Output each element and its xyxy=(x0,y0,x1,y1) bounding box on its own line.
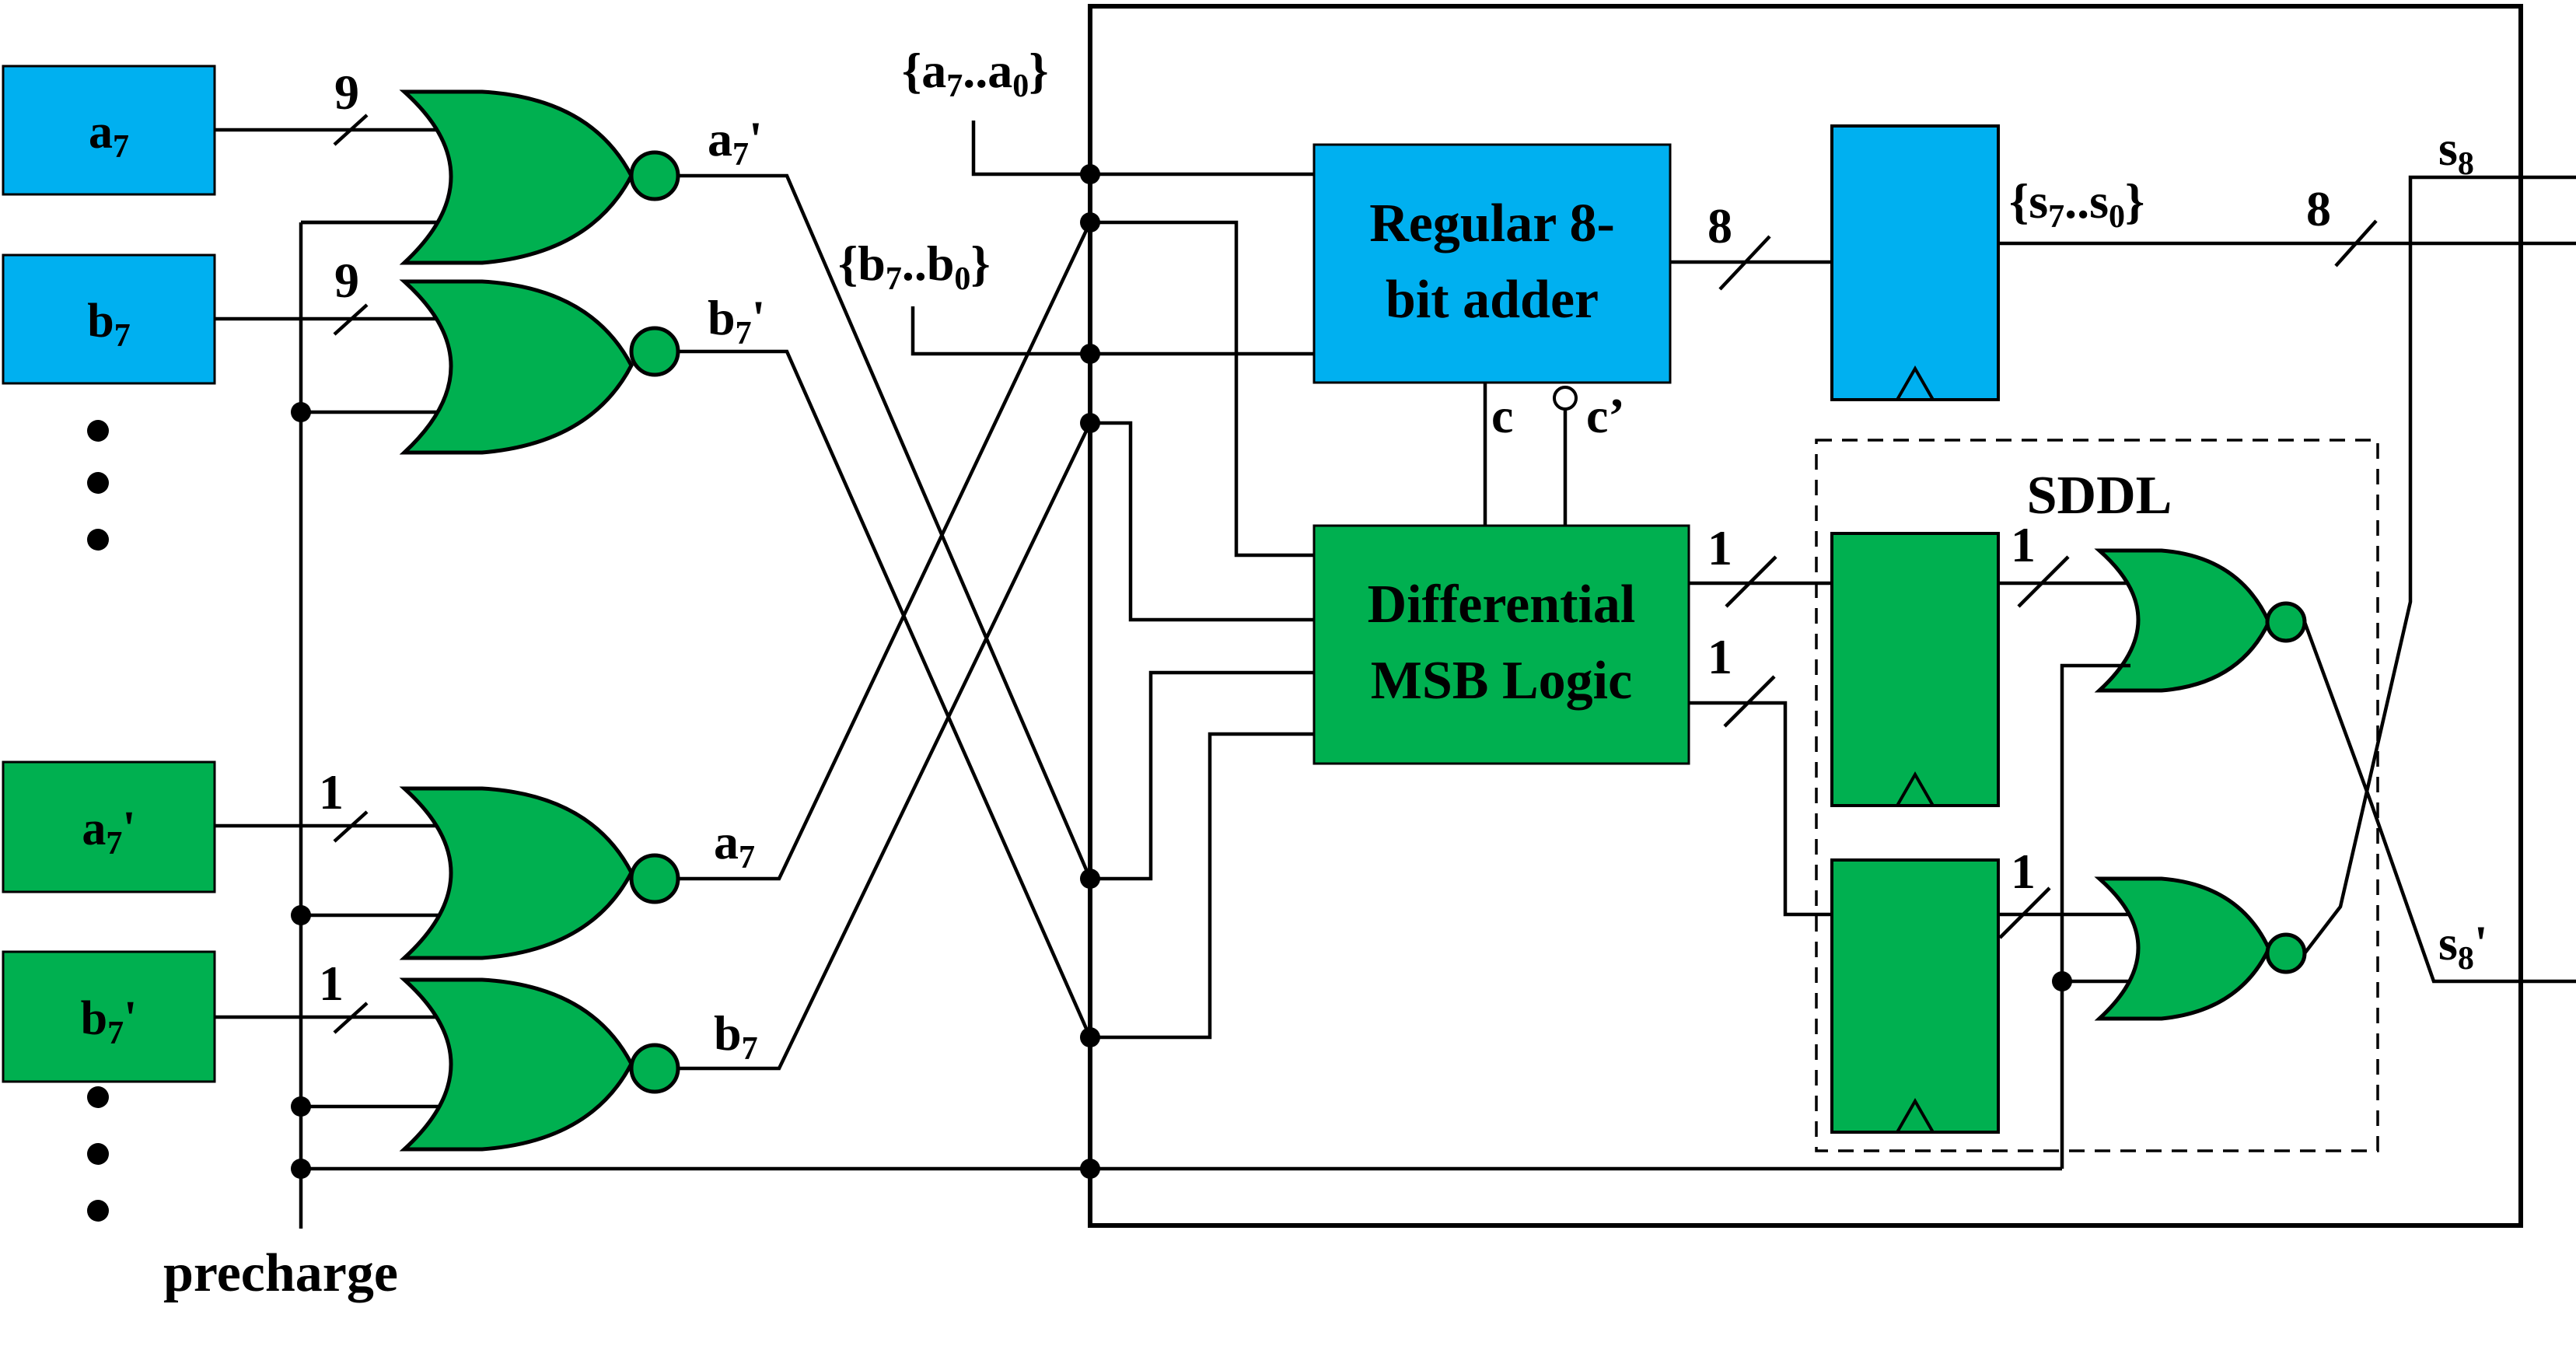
s8-output-label: s8 xyxy=(2438,121,2474,182)
ff2-output-width: 1 xyxy=(2011,844,2036,899)
input-b7-prime: b7' xyxy=(2,950,216,1083)
msb-out1-width: 1 xyxy=(1707,520,1732,575)
svg-text:b7': b7' xyxy=(81,992,138,1051)
svg-text:9: 9 xyxy=(334,65,359,120)
s8-prime-output-label: s8' xyxy=(2438,915,2488,977)
sum-output-width: 8 xyxy=(2306,181,2331,236)
svg-text:1: 1 xyxy=(319,764,344,820)
gate2-output-label: b7' xyxy=(708,290,765,351)
svg-text:b7: b7 xyxy=(87,295,130,354)
sddl-nor-gate-1 xyxy=(2094,548,2307,693)
ellipsis-dots-upper xyxy=(87,420,109,551)
main-module-box xyxy=(1088,4,2523,1228)
input-a7: a7 xyxy=(2,65,216,196)
carry-c-label: c xyxy=(1491,388,1513,443)
ff1-output-width: 1 xyxy=(2011,517,2036,572)
nor-gate-b7-prime: 1 xyxy=(215,956,680,1152)
gate4-output-label: b7 xyxy=(714,1005,758,1067)
svg-text:bit adder: bit adder xyxy=(1386,270,1599,330)
carry-inversion-bubble xyxy=(1553,386,1578,411)
svg-text:Regular 8-: Regular 8- xyxy=(1369,194,1615,253)
s-bus-label: {s7..s0} xyxy=(2009,173,2144,235)
gate1-output-label: a7' xyxy=(708,111,763,173)
input-a7-prime: a7' xyxy=(2,760,216,893)
sddl-flipflop-2 xyxy=(1830,858,2000,1134)
carry-c-prime-label: c’ xyxy=(1586,388,1625,443)
adder-output-width: 8 xyxy=(1707,198,1732,253)
nor-gate-a7-prime: 1 xyxy=(215,764,680,960)
sddl-nor-gate-2 xyxy=(2094,876,2307,1021)
svg-text:Differential: Differential xyxy=(1368,575,1636,635)
b-bus-label: {b7..b0} xyxy=(838,236,991,297)
nor-gate-b7: 9 xyxy=(215,253,680,455)
sddl-region xyxy=(1815,439,2379,1152)
differential-msb-logic: Differential MSB Logic xyxy=(1312,524,1690,765)
a-bus-label: {a7..a0} xyxy=(902,43,1048,104)
nor-gate-a7: 9 xyxy=(215,65,680,265)
msb-out2-width: 1 xyxy=(1707,629,1732,684)
precharge-label: precharge xyxy=(163,1243,398,1303)
sddl-label: SDDL xyxy=(2027,466,2172,526)
crossing-wires xyxy=(678,173,1092,1071)
sddl-junction xyxy=(2052,971,2072,991)
sddl-flipflop-1 xyxy=(1830,532,2000,807)
regular-8bit-adder: Regular 8- bit adder xyxy=(1312,143,1672,384)
svg-text:MSB Logic: MSB Logic xyxy=(1371,651,1632,711)
ellipsis-dots-lower xyxy=(87,1086,109,1222)
svg-text:1: 1 xyxy=(319,956,344,1011)
sum-register xyxy=(1830,124,2000,401)
svg-text:9: 9 xyxy=(334,253,359,308)
svg-text:a7': a7' xyxy=(82,802,135,862)
gate3-output-label: a7 xyxy=(714,814,755,876)
svg-text:a7: a7 xyxy=(89,106,129,165)
input-b7: b7 xyxy=(2,253,216,385)
